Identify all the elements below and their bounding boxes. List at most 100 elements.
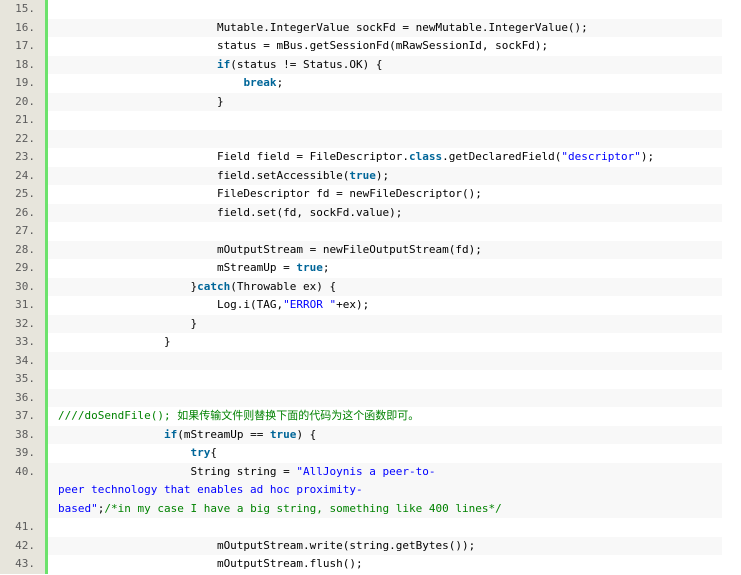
line-number: 27. — [0, 222, 45, 241]
line-number: 24. — [0, 166, 45, 185]
code-text: field.setAccessible( — [58, 168, 350, 182]
code-line: 17. status = mBus.getSessionFd(mRawSessi… — [0, 37, 722, 56]
code-content: } — [45, 314, 722, 333]
code-line: 40. String string = "AllJoynis a peer-to… — [0, 462, 722, 518]
line-number: 20. — [0, 92, 45, 111]
code-line: 19. break; — [0, 74, 722, 93]
code-content — [45, 129, 722, 148]
code-line: 16. Mutable.IntegerValue sockFd = newMut… — [0, 18, 722, 37]
code-text: status = mBus.getSessionFd(mRawSessionId… — [58, 39, 549, 52]
code-content: String string = "AllJoynis a peer-to- pe… — [45, 462, 722, 518]
line-number: 42. — [0, 536, 45, 555]
code-content: Mutable.IntegerValue sockFd = newMutable… — [45, 18, 722, 37]
code-content — [45, 351, 722, 370]
code-line: 38. if(mStreamUp == true) { — [0, 425, 722, 444]
code-content: }catch(Throwable ex) { — [45, 277, 722, 296]
line-number: 43. — [0, 555, 45, 574]
code-line: 39. try{ — [0, 444, 722, 463]
code-text: } — [58, 316, 198, 330]
code-text: { — [210, 446, 217, 459]
code-line: 29. mStreamUp = true; — [0, 259, 722, 278]
code-content — [45, 0, 722, 19]
code-text: Field field = FileDescriptor. — [58, 150, 409, 163]
line-number: 32. — [0, 314, 45, 333]
code-comment: ////doSendFile(); 如果传输文件则替换下面的代码为这个函数即可。 — [58, 409, 420, 422]
code-text: } — [58, 279, 198, 293]
code-line: 32. } — [0, 314, 722, 333]
code-content: mStreamUp = true; — [45, 259, 722, 278]
code-keyword: class — [409, 150, 443, 163]
line-number: 21. — [0, 111, 45, 130]
code-text: field.set(fd, sockFd.value); — [58, 205, 403, 219]
code-text: Mutable.IntegerValue sockFd = newMutable… — [58, 20, 588, 34]
code-text: } — [58, 335, 171, 348]
code-text: ; — [276, 76, 284, 89]
code-text: ; — [97, 501, 105, 515]
code-content: if(mStreamUp == true) { — [45, 425, 722, 444]
line-number: 38. — [0, 425, 45, 444]
code-line: 30. }catch(Throwable ex) { — [0, 277, 722, 296]
code-line: 36. — [0, 388, 722, 407]
line-number: 41. — [0, 518, 45, 537]
code-text — [58, 76, 243, 89]
code-text — [58, 428, 164, 441]
code-text: mOutputStream.write(string.getBytes()); — [58, 538, 476, 552]
code-keyword: try — [190, 446, 211, 459]
code-keyword: break — [243, 76, 277, 89]
code-content: try{ — [45, 444, 722, 463]
code-text: FileDescriptor fd = newFileDescriptor(); — [58, 187, 482, 200]
code-keyword: if — [163, 427, 178, 441]
code-text: String string = — [58, 464, 297, 478]
code-text: } — [58, 94, 224, 108]
code-keyword: catch — [197, 279, 231, 293]
code-keyword: true — [349, 168, 376, 182]
code-content: FileDescriptor fd = newFileDescriptor(); — [45, 185, 722, 204]
line-number: 23. — [0, 148, 45, 167]
code-line: 24. field.setAccessible(true); — [0, 166, 722, 185]
code-line: 33. } — [0, 333, 722, 352]
code-text: ) { — [296, 427, 317, 441]
code-line: 20. } — [0, 92, 722, 111]
line-number: 30. — [0, 277, 45, 296]
code-line: 21. — [0, 111, 722, 130]
code-line: 42. mOutputStream.write(string.getBytes(… — [0, 536, 722, 555]
code-text: ); — [375, 168, 390, 182]
code-content: status = mBus.getSessionFd(mRawSessionId… — [45, 37, 722, 56]
code-text: ; — [322, 261, 330, 274]
code-line: 26. field.set(fd, sockFd.value); — [0, 203, 722, 222]
code-content: Log.i(TAG,"ERROR "+ex); — [45, 296, 722, 315]
code-string: "descriptor" — [561, 150, 641, 163]
code-text: mStreamUp = — [58, 261, 297, 274]
line-number: 25. — [0, 185, 45, 204]
code-content: ////doSendFile(); 如果传输文件则替换下面的代码为这个函数即可。 — [45, 407, 722, 426]
line-number: 22. — [0, 129, 45, 148]
code-line: 35. — [0, 370, 722, 389]
code-line: 22. — [0, 129, 722, 148]
code-comment: /*in my case I have a big string, someth… — [104, 501, 502, 515]
code-content: mOutputStream = newFileOutputStream(fd); — [45, 240, 722, 259]
code-content: if(status != Status.OK) { — [45, 55, 722, 74]
code-content — [45, 388, 722, 407]
code-line: 37.////doSendFile(); 如果传输文件则替换下面的代码为这个函数… — [0, 407, 722, 426]
line-number: 31. — [0, 296, 45, 315]
code-content: mOutputStream.write(string.getBytes()); — [45, 536, 722, 555]
code-line: 28. mOutputStream = newFileOutputStream(… — [0, 240, 722, 259]
code-line: 15. — [0, 0, 722, 19]
code-text: Log.i(TAG, — [58, 298, 284, 311]
code-text: +ex); — [336, 298, 370, 311]
code-text: (mStreamUp == — [177, 427, 270, 441]
line-number: 35. — [0, 370, 45, 389]
code-text — [58, 446, 190, 459]
code-line: 34. — [0, 351, 722, 370]
line-number: 40. — [0, 462, 45, 518]
code-content — [45, 111, 722, 130]
code-content: } — [45, 333, 722, 352]
code-content: Field field = FileDescriptor.class.getDe… — [45, 148, 722, 167]
code-text: .getDeclaredField( — [442, 150, 562, 163]
code-content: field.set(fd, sockFd.value); — [45, 203, 722, 222]
code-content: } — [45, 92, 722, 111]
code-content: mOutputStream.flush(); — [45, 555, 722, 574]
line-number: 28. — [0, 240, 45, 259]
code-line: 18. if(status != Status.OK) { — [0, 55, 722, 74]
line-number: 36. — [0, 388, 45, 407]
